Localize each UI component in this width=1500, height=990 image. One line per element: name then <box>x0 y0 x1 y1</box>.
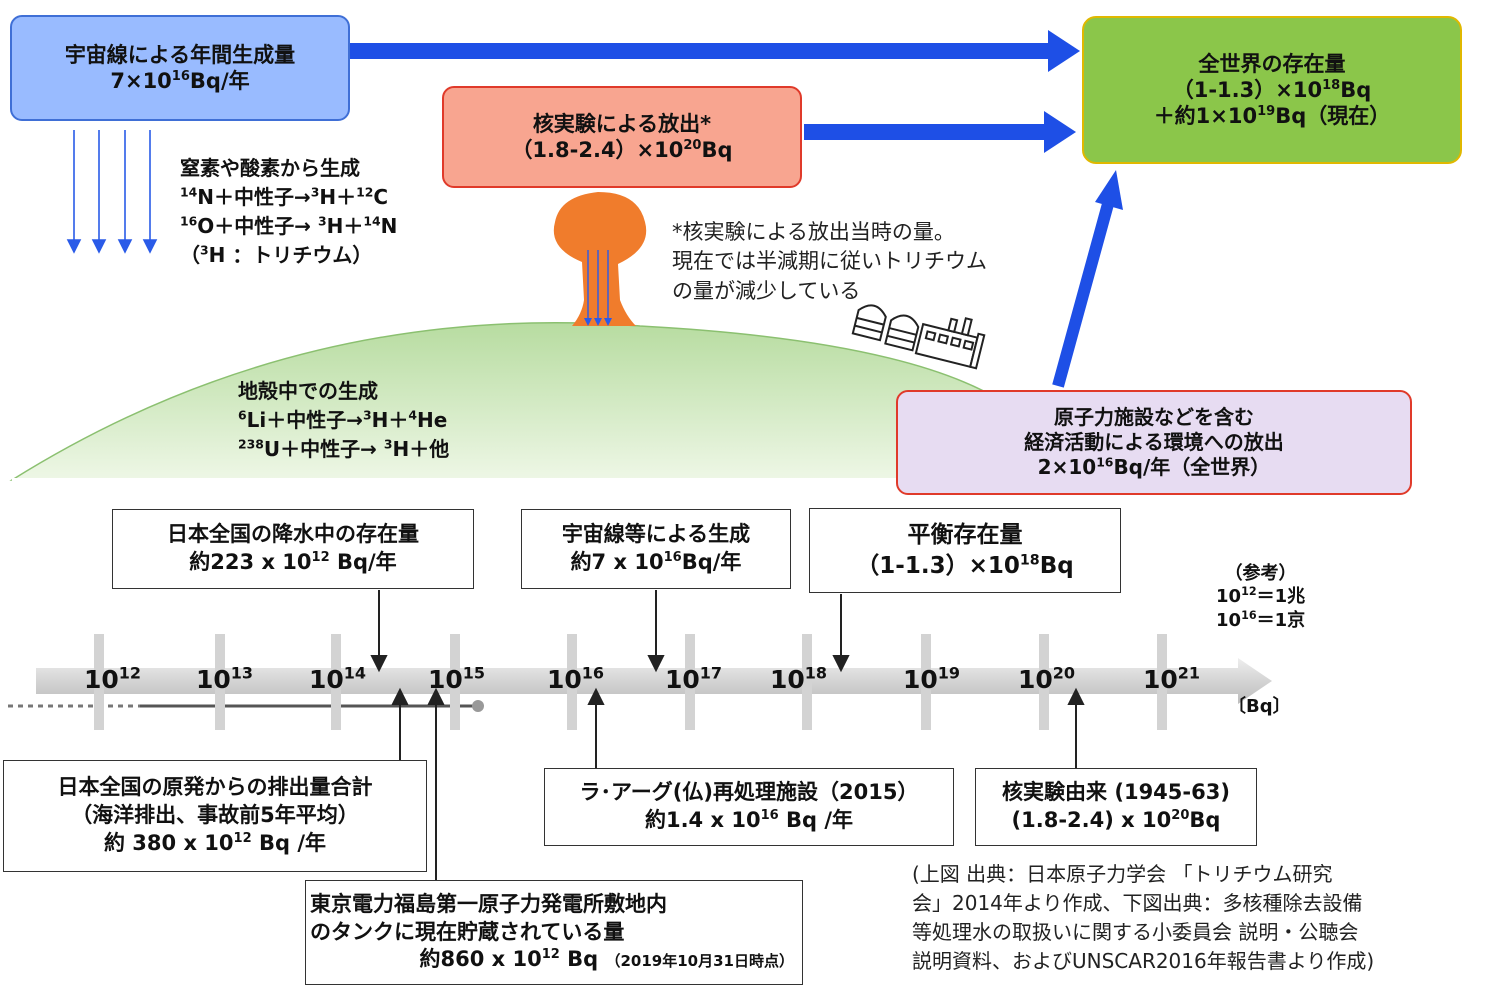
world-box-line3: ＋約1×1019Bq（現在） <box>1153 104 1391 129</box>
axis-tick-label: 1019 <box>903 663 961 694</box>
axis-tick-label: 1017 <box>665 663 723 694</box>
mushroom-cloud-icon <box>553 192 647 326</box>
world-inventory-box: 全世界の存在量 （1-1.3）×1018Bq ＋約1×1019Bq（現在） <box>1082 16 1462 164</box>
world-box-title: 全世界の存在量 <box>1198 51 1346 76</box>
source-citation: (上図 出典：日本原子力学会 「トリチウム研究 会」2014年より作成、下図出典… <box>912 862 1375 973</box>
fukushima-tank-inventory-box: 東京電力福島第一原子力発電所敷地内 のタンクに現在貯蔵されている量 約860 x… <box>305 880 803 985</box>
cosmic-ray-arrows <box>66 130 158 254</box>
nuclear-test-release-box: 核実験による放出* （1.8-2.4）×1020Bq <box>442 86 802 188</box>
econ-to-world-arrow <box>1052 170 1123 388</box>
nuclear-box-value: （1.8-2.4）×1020Bq <box>511 138 733 162</box>
world-box-line2: （1-1.3）×1018Bq <box>1172 77 1372 102</box>
axis-tick-label: 1020 <box>1018 663 1076 694</box>
nitrogen-oxygen-reaction-text: 窒素や酸素から生成 14N＋中性子→3H＋12C 16O＋中性子→ 3H＋14N… <box>180 156 398 267</box>
ground-strip <box>12 478 1012 482</box>
bq-axis <box>8 634 1272 730</box>
axis-tick-label: 1012 <box>84 663 142 694</box>
economic-release-box: 原子力施設などを含む 経済活動による環境への放出 2×1016Bq/年（全世界） <box>896 390 1412 495</box>
econ-box-line2: 経済活動による環境への放出 <box>1024 430 1284 454</box>
nuclear-test-origin-box: 核実験由来 (1945-63) (1.8-2.4) x 1020Bq <box>975 768 1257 846</box>
econ-box-line1: 原子力施設などを含む <box>1054 405 1254 429</box>
axis-tick-label: 1018 <box>770 663 828 694</box>
japan-plant-discharge-box: 日本全国の原発からの排出量合計 （海洋排出、事故前5年平均） 約 380 x 1… <box>3 760 427 872</box>
ground-hill <box>9 321 1001 481</box>
la-hague-reprocessing-box: ラ･アーグ(仏)再処理施設（2015） 約1.4 x 1016 Bq /年 <box>544 768 954 846</box>
cosmic-ray-production-box: 宇宙線による年間生成量 7×1016Bq/年 <box>10 15 350 121</box>
cosmic-box-title: 宇宙線による年間生成量 <box>64 42 296 67</box>
axis-unit-label: 〔Bq〕 <box>1228 696 1291 717</box>
flow-arrows <box>350 30 1080 153</box>
pointer-arrows <box>370 590 1085 880</box>
axis-tick-label: 1015 <box>428 663 486 694</box>
axis-tick-label: 1021 <box>1143 663 1201 694</box>
reference-note: （参考） 1012＝1兆 1016＝1京 <box>1216 563 1306 631</box>
nuclear-facility-icon <box>851 304 986 370</box>
cosmic-box-value: 7×1016Bq/年 <box>110 69 250 93</box>
nuclear-test-note: *核実験による放出当時の量。 現在では半減期に従いトリチウム の量が減少している <box>672 220 987 303</box>
econ-box-line3: 2×1016Bq/年（全世界） <box>1037 454 1271 479</box>
nuclear-box-title: 核実験による放出* <box>532 111 712 136</box>
axis-tick-label: 1013 <box>196 663 254 694</box>
equilibrium-inventory-box: 平衡存在量 （1-1.3）×1018Bq <box>809 508 1121 593</box>
axis-tick-label: 1016 <box>547 663 605 694</box>
axis-tick-label: 1014 <box>309 663 367 694</box>
japan-precipitation-box: 日本全国の降水中の存在量 約223 x 1012 Bq/年 <box>112 509 474 589</box>
cosmic-ray-generation-box: 宇宙線等による生成 約7 x 1016Bq/年 <box>521 509 791 589</box>
crust-reaction-text: 地殻中での生成 6Li＋中性子→3H＋4He 238U＋中性子→ 3H＋他 <box>238 379 450 461</box>
